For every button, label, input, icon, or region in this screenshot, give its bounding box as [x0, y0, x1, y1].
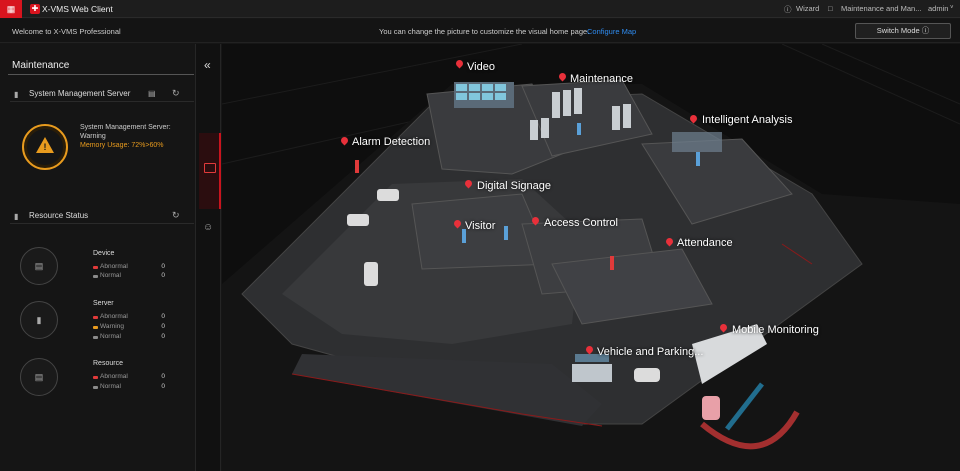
customize-notice: You can change the picture to customize … [379, 27, 590, 36]
warning-mark: ! [43, 142, 47, 152]
chevron-down-icon[interactable]: ˅ [950, 5, 954, 11]
map-label-digital-signage[interactable]: Digital Signage [477, 180, 551, 192]
map-label-video[interactable]: Video [467, 61, 495, 73]
server-icon: ▮ [14, 90, 19, 99]
refresh-icon[interactable]: ↻ [172, 210, 180, 220]
left-panel: Maintenance ▮ System Management Server ▤… [0, 44, 196, 471]
sms-title: System Management Server [29, 89, 131, 98]
switch-mode-label: Switch Mode [876, 26, 920, 35]
map-label-mobile-monitoring[interactable]: Mobile Monitoring [732, 324, 819, 336]
top-bar: ▦ ✚ X-VMS Web Client ⓘ Wizard □ Maintena… [0, 0, 960, 18]
help-icon[interactable]: ⓘ [784, 5, 792, 14]
person-icon[interactable]: ☺ [203, 222, 214, 233]
module-menu[interactable]: Maintenance and Man... [841, 4, 922, 13]
switch-mode-button[interactable]: Switch Mode ⓘ [855, 23, 951, 39]
welcome-text: Welcome to X-VMS Professional [12, 27, 121, 36]
warning-status-ring [22, 124, 68, 170]
map-label-access-control[interactable]: Access Control [544, 217, 618, 229]
topology-icon[interactable]: ▤ [148, 89, 156, 98]
configure-map-link[interactable]: Configure Map [587, 27, 637, 36]
app-logo-icon: ✚ [30, 4, 40, 14]
user-menu[interactable]: admin [928, 4, 949, 13]
divider [10, 223, 194, 224]
resource-list-icon: ▤ [20, 358, 58, 396]
resource-icon: ▮ [14, 212, 19, 221]
app-grid-icon[interactable]: ▦ [0, 0, 22, 18]
group-server: Server [93, 300, 114, 307]
divider [10, 101, 194, 102]
divider [8, 74, 194, 75]
warning-icon [36, 137, 54, 153]
map-label-maintenance[interactable]: Maintenance [570, 73, 633, 85]
group-resource: Resource [93, 360, 123, 367]
sms-status-value: Warning [80, 133, 106, 140]
monitor-icon[interactable]: □ [828, 4, 833, 13]
sms-status-label: System Management Server: [80, 124, 171, 131]
app-name: X-VMS Web Client [42, 4, 113, 14]
server-icon: ▮ [20, 301, 58, 339]
wizard-link[interactable]: Wizard [796, 4, 820, 13]
tab-maintenance[interactable] [199, 133, 221, 209]
group-device: Device [93, 250, 115, 257]
collapse-icon[interactable]: « [204, 58, 211, 72]
building-illustration [222, 44, 960, 471]
resource-status-title: Resource Status [29, 211, 89, 220]
refresh-icon[interactable]: ↻ [172, 88, 180, 98]
map-label-intelligent-analysis[interactable]: Intelligent Analysis [702, 114, 793, 126]
help-circle-icon: ⓘ [921, 26, 930, 35]
memory-usage: Memory Usage: 72%>60% [80, 142, 164, 149]
device-icon: ▤ [20, 247, 58, 285]
map-label-vehicle-parking[interactable]: Vehicle and Parking... [597, 346, 704, 358]
map-label-visitor[interactable]: Visitor [465, 220, 496, 232]
map-label-attendance[interactable]: Attendance [677, 237, 733, 249]
info-bar: Welcome to X-VMS Professional You can ch… [0, 19, 960, 43]
tab-strip [196, 44, 221, 471]
panel-title: Maintenance [12, 60, 70, 71]
visual-map[interactable]: Video Maintenance Intelligent Analysis A… [222, 44, 960, 471]
map-label-alarm-detection[interactable]: Alarm Detection [352, 136, 431, 148]
monitor-icon [204, 163, 216, 173]
